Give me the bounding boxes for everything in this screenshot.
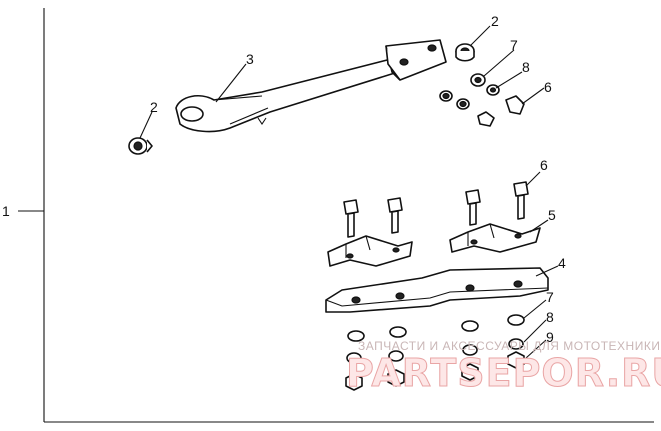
callout-6-top: 6 bbox=[544, 79, 552, 95]
torque-rod bbox=[175, 39, 447, 133]
callout-2-left: 2 bbox=[150, 99, 158, 115]
callout-5: 5 bbox=[548, 207, 556, 223]
bolts-row bbox=[343, 181, 529, 238]
top-hardware bbox=[439, 73, 525, 127]
watermark-subtitle: ЗАПЧАСТИ И АКСЕССУАРЫ ДЛЯ МОТОТЕХНИКИ bbox=[358, 339, 660, 353]
callout-7-top: 7 bbox=[510, 37, 518, 53]
callout-7-bottom: 7 bbox=[546, 289, 554, 305]
callout-2-top: 2 bbox=[491, 13, 499, 29]
callout-9: 9 bbox=[546, 329, 554, 345]
bracket-left bbox=[327, 235, 413, 267]
bracket-right bbox=[449, 223, 541, 253]
bushing-left bbox=[128, 137, 153, 155]
callout-numbers: 1 2 7 8 6 3 2 6 5 4 7 8 9 bbox=[2, 13, 566, 345]
callout-3: 3 bbox=[246, 51, 254, 67]
leader-lines bbox=[139, 25, 559, 359]
assembly-frame bbox=[18, 8, 654, 423]
callout-8-bottom: 8 bbox=[546, 309, 554, 325]
callout-6-mid: 6 bbox=[540, 157, 548, 173]
callout-1: 1 bbox=[2, 203, 10, 219]
callout-8-top: 8 bbox=[522, 59, 530, 75]
bushing-top bbox=[455, 43, 475, 62]
watermark: ЗАПЧАСТИ И АКСЕССУАРЫ ДЛЯ МОТОТЕХНИКИ PA… bbox=[346, 339, 661, 396]
watermark-logo: PARTSEPOR.RU bbox=[346, 351, 661, 395]
mounting-plate bbox=[325, 267, 549, 313]
callout-4: 4 bbox=[558, 255, 566, 271]
lower-hardware bbox=[345, 314, 525, 391]
